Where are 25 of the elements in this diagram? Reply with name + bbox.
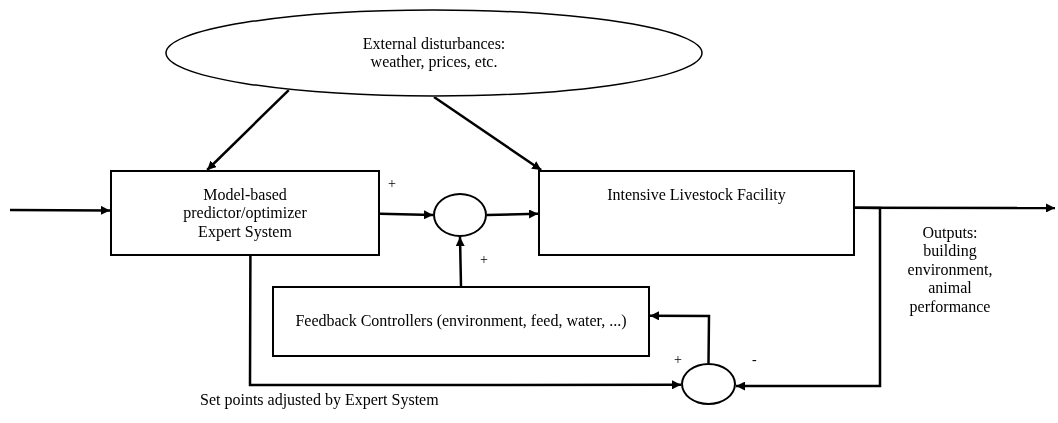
arrow: [10, 205, 110, 215]
arrow: [650, 311, 711, 363]
node-label: Intensive Livestock Facility: [607, 186, 786, 205]
ellipse: [165, 9, 703, 97]
diagram-label: +: [388, 176, 396, 193]
summing-junction: [433, 193, 487, 237]
arrow: [379, 210, 434, 220]
diagram-label: Set points adjusted by Expert System: [200, 391, 439, 410]
arrow: [486, 209, 539, 219]
node-label: External disturbances: weather, prices, etc.: [361, 34, 507, 72]
diagram-label: +: [674, 352, 682, 369]
summing-junction: [681, 363, 736, 405]
arrow: [736, 206, 882, 391]
arrow: [206, 89, 290, 171]
diagram-label: +: [480, 252, 488, 269]
node-label: Model-based predictor/optimizer Expert System: [182, 186, 308, 242]
arrow: [248, 256, 681, 390]
process-box: [110, 170, 380, 256]
diagram-label: -: [752, 352, 757, 369]
diagram-label: Outputs: building environment, animal performance: [906, 224, 994, 316]
arrow: [455, 236, 465, 287]
process-box: [272, 286, 650, 357]
node-label: Feedback Controllers (environment, feed, water, ...): [295, 312, 627, 331]
arrow: [433, 95, 542, 172]
process-box: [538, 170, 855, 256]
